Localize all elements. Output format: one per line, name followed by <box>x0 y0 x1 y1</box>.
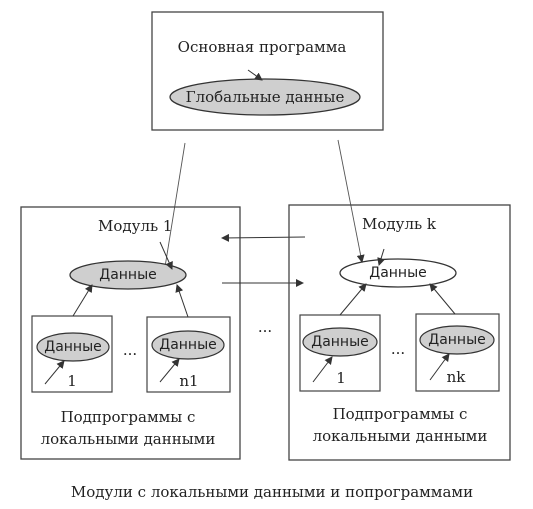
module-1-data-ellipse <box>69 260 187 290</box>
module-1-sub-first-to-data-arrow <box>72 284 93 317</box>
module-1-sub-last-local-arrow <box>159 358 180 383</box>
module-1-sub-last-ellipse <box>151 330 225 360</box>
module-1-caption: Подпрограммы с локальными данными <box>40 408 216 448</box>
module-1-sub-first-data-label: Данные <box>44 339 102 355</box>
module-1-sub-first-label: 1 <box>67 372 77 390</box>
module-1-sub-first-ellipse <box>36 332 110 362</box>
global-data-ellipse <box>169 78 361 116</box>
module-k-sub-first-label: 1 <box>336 369 346 387</box>
main-to-global-arrow <box>247 69 263 81</box>
module-k-data-label: Данные <box>369 265 427 281</box>
main-program-box <box>151 11 384 131</box>
module-k-sub-first-data-label: Данные <box>311 334 369 350</box>
module-k-box <box>288 204 511 461</box>
global-to-module-k-link <box>337 139 365 263</box>
module-k-sub-last-to-data-arrow <box>429 283 456 315</box>
module-1-sub-first-box <box>31 315 113 393</box>
global-data-label: Глобальные данные <box>185 88 345 106</box>
module-k-sub-last-label: nk <box>446 368 466 386</box>
module-k-sub-last-ellipse <box>419 325 495 355</box>
module-k-sub-first-ellipse <box>302 327 378 357</box>
module-1-sub-first-local-arrow <box>44 360 65 385</box>
module-k-sub-first-to-data-arrow <box>339 283 367 316</box>
module-k-caption: Подпрограммы с локальными данными <box>312 405 488 445</box>
module-k-data-ellipse <box>339 258 457 288</box>
main-program-title: Основная программа <box>177 38 347 56</box>
module-k-sub-last-data-label: Данные <box>428 332 486 348</box>
module-k-title-arrow <box>377 248 385 266</box>
module-1-data-label: Данные <box>99 267 157 283</box>
module-1-sub-last-data-label: Данные <box>159 337 217 353</box>
module-k-sub-last-box <box>415 313 500 392</box>
module-1-sub-last-to-data-arrow <box>175 284 189 318</box>
module-1-box <box>20 206 241 460</box>
module-k-to-module-1-arrow <box>221 233 306 242</box>
modules-ellipsis: ... <box>257 318 273 336</box>
module-1-title-arrow <box>159 241 173 270</box>
module-k-sub-ellipsis: ... <box>390 340 406 358</box>
global-to-module-1-link <box>164 142 186 268</box>
module-k-title: Модуль k <box>362 215 437 233</box>
module-k-sub-last-local-arrow <box>429 353 450 381</box>
module-1-title: Модуль 1 <box>98 217 173 235</box>
module-k-sub-first-local-arrow <box>312 356 333 383</box>
module-1-sub-ellipsis: ... <box>122 341 138 359</box>
module-1-sub-last-label: n1 <box>179 372 199 390</box>
figure-caption: Модули с локальными данными и попрограмм… <box>70 483 474 501</box>
module-1-sub-last-box <box>146 316 231 393</box>
